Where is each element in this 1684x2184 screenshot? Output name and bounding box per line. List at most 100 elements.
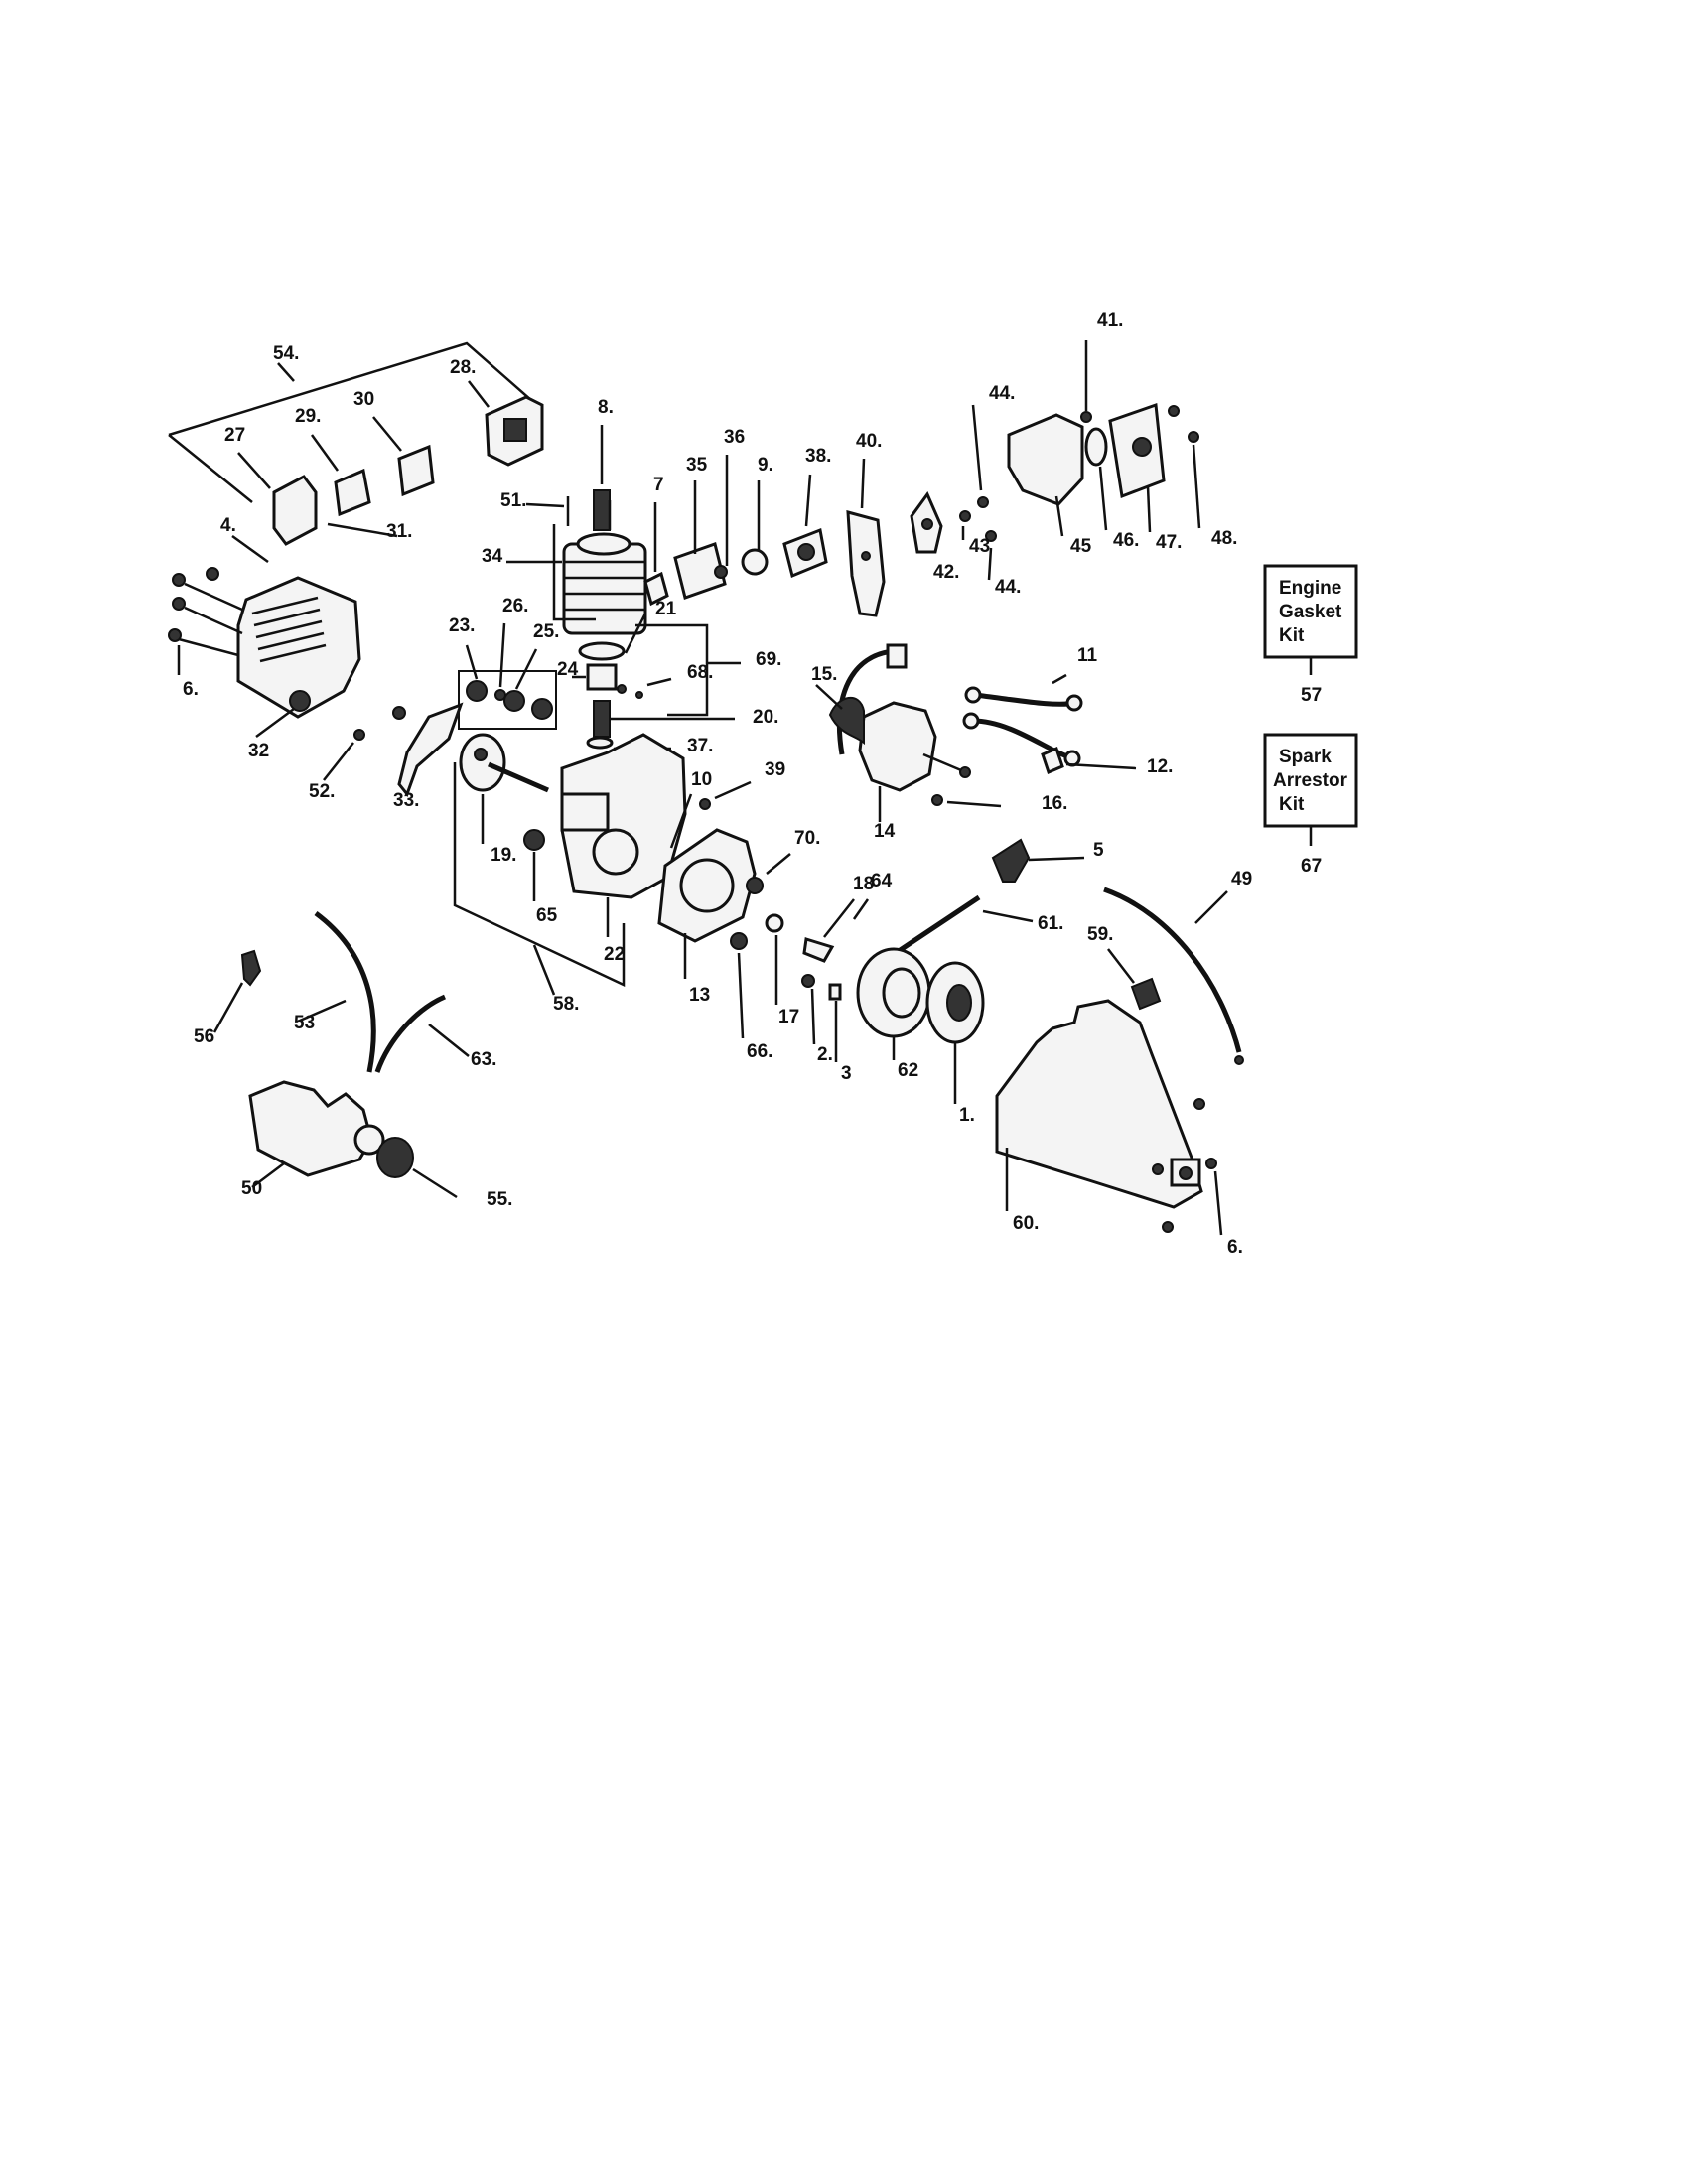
engine-gasket-kit-line-1: Engine <box>1279 578 1341 599</box>
spark-arrestor-kit-line-3: Kit <box>1279 794 1305 815</box>
callout-45: 45 <box>1070 536 1092 557</box>
callout-39: 39 <box>765 759 785 780</box>
air-box-housing <box>168 534 406 781</box>
callout-68: 68. <box>687 662 713 683</box>
callout-66: 66. <box>747 1041 772 1062</box>
callout-34: 34 <box>482 546 503 567</box>
callout-3: 3 <box>841 1063 852 1084</box>
callout-14: 14 <box>874 821 896 842</box>
part-18-shaft <box>802 898 855 963</box>
callout-62: 62 <box>898 1060 918 1081</box>
callout-22: 22 <box>604 944 625 965</box>
callout-11: 11 <box>1077 645 1098 666</box>
part-17-nut <box>765 913 784 1005</box>
callout-20: 20. <box>753 707 778 728</box>
callout-35: 35 <box>686 455 708 476</box>
air-filter-group-bracket <box>168 341 533 503</box>
callout-46: 46. <box>1113 530 1139 551</box>
ignition-wires <box>962 673 1137 775</box>
part-59-clip <box>1107 948 1162 1011</box>
callout-9: 9. <box>758 455 773 476</box>
callout-21: 21 <box>655 599 677 619</box>
callout-53: 53 <box>294 1013 315 1033</box>
callout-44b: 44. <box>995 577 1021 598</box>
callout-63: 63. <box>471 1049 496 1070</box>
part-39-screw <box>699 780 752 810</box>
callout-47: 47. <box>1156 532 1182 553</box>
cylinder <box>506 524 647 635</box>
callout-25: 25. <box>533 621 559 642</box>
fuel-lines <box>299 910 470 1073</box>
callout-59: 59. <box>1087 924 1113 945</box>
air-filter-base <box>237 452 318 546</box>
part-66-bolt <box>730 932 748 1039</box>
callout-16: 16. <box>1042 793 1067 814</box>
callout-54: 54. <box>273 343 299 364</box>
callout-6b: 6. <box>1227 1237 1243 1258</box>
starter-handle <box>991 838 1085 883</box>
callout-55: 55. <box>487 1189 512 1210</box>
callout-50: 50 <box>241 1178 262 1199</box>
callout-64: 64 <box>871 871 893 891</box>
air-filter-cover <box>468 380 544 467</box>
callout-41: 41. <box>1097 310 1123 331</box>
engine-gasket-kit: Engine Gasket Kit 57 <box>1263 564 1358 706</box>
callout-24: 24 <box>557 659 579 680</box>
callout-12: 12. <box>1147 756 1173 777</box>
throttle-cable <box>1103 887 1244 1065</box>
crankcase-assembly-bracket <box>453 762 626 996</box>
crankcase-gasket <box>397 702 464 798</box>
callout-52: 52. <box>309 781 335 802</box>
callout-51: 51. <box>500 490 526 511</box>
carburetor-group <box>643 455 828 607</box>
spark-arrestor-kit-number: 67 <box>1301 856 1322 877</box>
fuel-tank <box>248 1080 385 1188</box>
part-10-leader <box>669 793 693 849</box>
callout-26: 26. <box>502 596 528 616</box>
callout-43: 43 <box>969 536 990 557</box>
piston-kit-bracket <box>635 623 741 717</box>
callout-8: 8. <box>598 397 614 418</box>
callout-49: 49 <box>1231 869 1252 889</box>
heat-shield <box>846 458 886 617</box>
callout-7: 7 <box>653 475 664 495</box>
air-filter-element <box>372 416 435 497</box>
callout-32: 32 <box>248 741 269 761</box>
starter-pulley <box>856 947 931 1060</box>
part-2-3-hardware <box>801 974 842 1062</box>
engine-gasket-kit-line-2: Gasket <box>1279 602 1342 622</box>
recoil-spring <box>925 961 985 1104</box>
primer-bulb <box>212 949 262 1033</box>
engine-gasket-kit-number: 57 <box>1301 685 1322 706</box>
callout-65: 65 <box>536 905 558 926</box>
engine-gasket-kit-line-3: Kit <box>1279 625 1305 646</box>
crankshaft <box>459 733 549 844</box>
callout-58: 58. <box>553 994 579 1015</box>
callout-31: 31. <box>386 521 412 542</box>
callout-6a: 6. <box>183 679 199 700</box>
callout-40: 40. <box>856 431 882 452</box>
throttle-plate <box>910 404 997 581</box>
engine-cover <box>995 999 1223 1236</box>
callout-60: 60. <box>1013 1213 1039 1234</box>
callout-36: 36 <box>724 427 745 448</box>
callout-44a: 44. <box>989 383 1015 404</box>
callout-69: 69. <box>756 649 781 670</box>
callout-38: 38. <box>805 446 831 467</box>
callout-28: 28. <box>450 357 476 378</box>
bearing-set <box>458 622 557 730</box>
crankcase-plug <box>523 829 545 901</box>
spark-arrestor-kit-line-1: Spark <box>1279 747 1332 767</box>
callout-17: 17 <box>778 1007 799 1027</box>
callout-15: 15. <box>811 664 837 685</box>
starter-rope <box>852 894 1034 956</box>
callout-42: 42. <box>933 562 959 583</box>
part-70-clip <box>746 853 791 894</box>
callout-4: 4. <box>220 515 236 536</box>
ignition-module <box>815 643 1002 822</box>
callout-13: 13 <box>689 985 710 1006</box>
crankcase <box>560 733 687 937</box>
callout-70: 70. <box>794 828 820 849</box>
